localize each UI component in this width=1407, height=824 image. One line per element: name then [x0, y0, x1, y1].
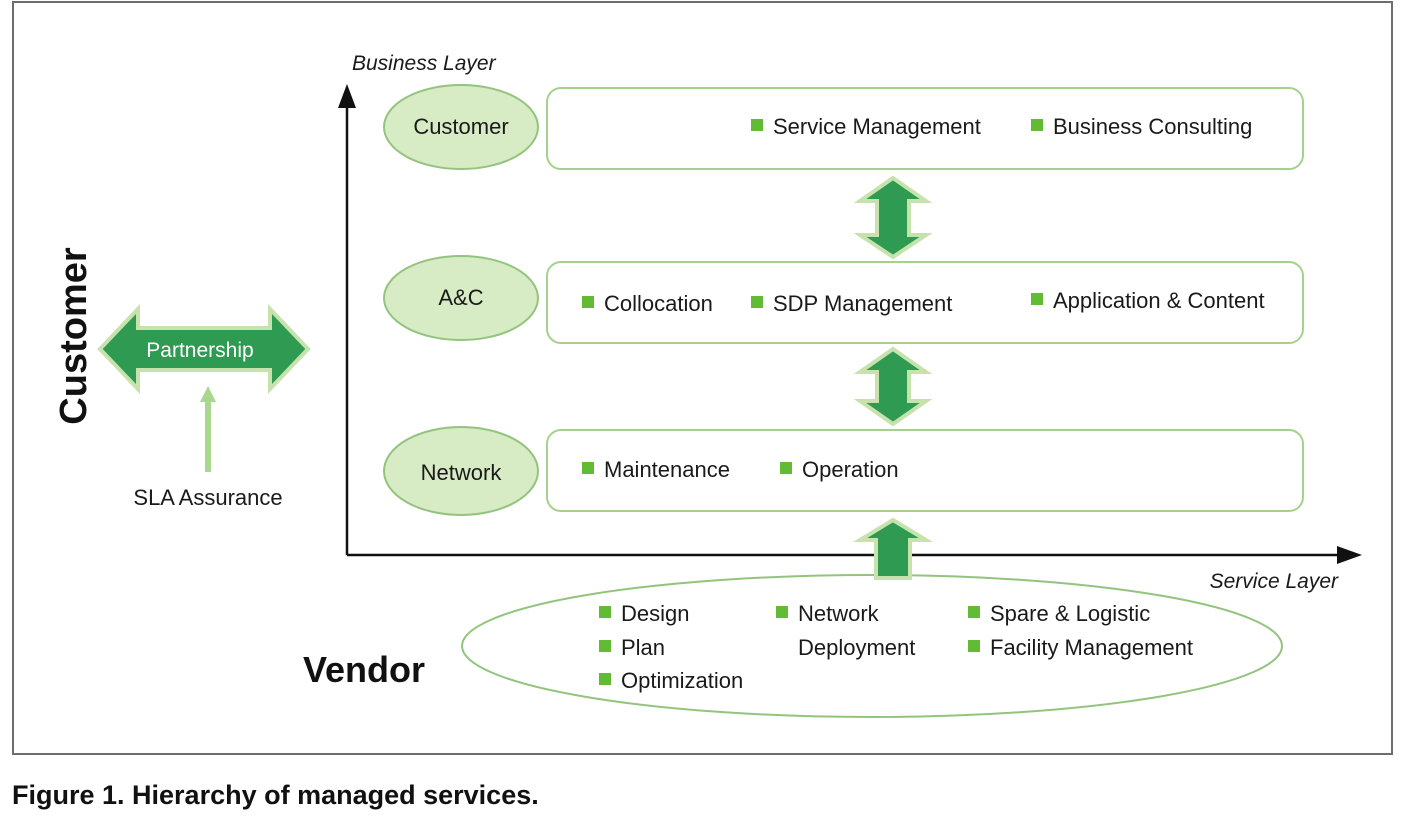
customer-layer-name: Customer: [413, 114, 508, 139]
ac-layer-ellipse: [383, 255, 539, 341]
bullet-icon: [599, 606, 611, 618]
x-axis-arrowhead: [1337, 546, 1362, 564]
customer-item-service-management: Service Management: [773, 114, 981, 139]
bullet-icon: [776, 606, 788, 618]
customer-side-label: Customer: [53, 247, 95, 425]
network-layer-ellipse: [383, 426, 539, 516]
x-axis-label: Service Layer: [1210, 570, 1339, 593]
bullet-icon: [582, 462, 594, 474]
bullet-icon: [780, 462, 792, 474]
network-layer-name: Network: [421, 460, 503, 485]
bullet-icon: [1031, 119, 1043, 131]
customer-layer-ellipse: [383, 84, 539, 170]
partnership-label: Partnership: [146, 339, 253, 362]
ac-item-sdp-management: SDP Management: [773, 291, 952, 316]
ac-item-collocation: Collocation: [604, 291, 713, 316]
bullet-icon: [1031, 293, 1043, 305]
vendor-item-optimization: Optimization: [621, 668, 743, 693]
bullet-icon: [968, 640, 980, 652]
vendor-item-plan: Plan: [621, 635, 665, 660]
vendor-up-arrow: [852, 517, 934, 580]
sla-arrow-head: [200, 386, 216, 402]
vendor-label: Vendor: [303, 649, 425, 690]
bullet-icon: [751, 296, 763, 308]
network-layer-box: [546, 429, 1304, 512]
y-axis-arrowhead: [338, 84, 356, 108]
vendor-item-network: Network: [798, 601, 880, 626]
partnership-arrow: [97, 303, 311, 395]
vendor-item-spare-logistic: Spare & Logistic: [990, 601, 1150, 626]
sla-arrow-shaft: [205, 400, 211, 472]
vendor-item-deployment: Deployment: [798, 635, 915, 660]
bullet-icon: [599, 673, 611, 685]
y-axis-label: Business Layer: [352, 52, 497, 75]
bullet-icon: [582, 296, 594, 308]
vendor-item-design: Design: [621, 601, 689, 626]
sla-assurance-label: SLA Assurance: [133, 485, 282, 510]
customer-layer-box: [546, 87, 1304, 170]
bullet-icon: [599, 640, 611, 652]
customer-item-business-consulting: Business Consulting: [1053, 114, 1252, 139]
vendor-ellipse: [461, 574, 1283, 718]
ac-item-application-content: Application & Content: [1053, 288, 1265, 313]
network-item-operation: Operation: [802, 457, 899, 482]
ac-layer-box: [546, 261, 1304, 344]
figure-caption: Figure 1. Hierarchy of managed services.: [12, 780, 539, 810]
vendor-item-facility-management: Facility Management: [990, 635, 1193, 660]
ac-network-arrow: [853, 346, 933, 427]
bullet-icon: [751, 119, 763, 131]
ac-layer-name: A&C: [438, 285, 483, 310]
network-item-maintenance: Maintenance: [604, 457, 730, 482]
bullet-icon: [968, 606, 980, 618]
customer-ac-arrow: [853, 175, 933, 260]
